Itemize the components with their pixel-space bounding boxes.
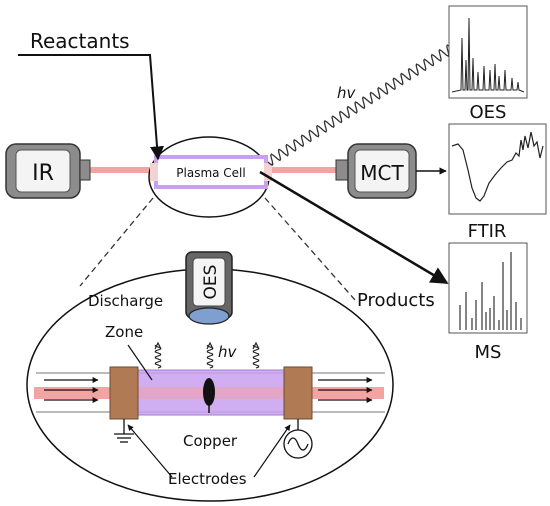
zone-pointer bbox=[127, 344, 153, 381]
oes-probe: OES bbox=[185, 251, 233, 325]
ftir-trace bbox=[451, 131, 544, 202]
products-arrow bbox=[259, 170, 449, 285]
emission-squiggle-right bbox=[252, 341, 260, 369]
inflow-arrows bbox=[44, 377, 99, 403]
oes-trace bbox=[451, 17, 525, 93]
zone-label: Zone bbox=[105, 323, 143, 341]
zoom-line-left bbox=[79, 197, 154, 287]
ms-plot-label: MS bbox=[475, 342, 502, 363]
ftir-plot-label: FTIR bbox=[468, 221, 507, 242]
reactants-arrow bbox=[18, 54, 165, 161]
ms-bars bbox=[459, 252, 522, 330]
oes-plot-label: OES bbox=[470, 102, 507, 123]
ftir-spectrum-panel: FTIR bbox=[448, 123, 547, 242]
electrode-pointer-right bbox=[253, 424, 291, 478]
hv-label-top: hv bbox=[337, 84, 357, 102]
plasma-cell-label: Plasma Cell bbox=[176, 166, 245, 180]
copper-label: Copper bbox=[183, 432, 238, 450]
ground-symbol bbox=[114, 419, 134, 443]
ir-label: IR bbox=[32, 161, 54, 186]
ac-source-symbol bbox=[283, 419, 313, 459]
ir-source: IR bbox=[5, 143, 91, 199]
zoom-line-right bbox=[264, 197, 356, 301]
discharge-label: Discharge bbox=[88, 292, 163, 310]
electrode-pointer-left bbox=[127, 424, 173, 478]
emission-wave bbox=[267, 44, 453, 166]
oes-probe-label: OES bbox=[201, 265, 221, 300]
copper-electrode-right bbox=[283, 366, 313, 420]
emission-squiggle-left bbox=[154, 341, 162, 369]
hv-label-inner: hv bbox=[218, 343, 238, 361]
electrodes-label: Electrodes bbox=[168, 470, 247, 488]
reactants-label: Reactants bbox=[30, 29, 130, 53]
mct-detector: MCT bbox=[335, 143, 417, 199]
oes-spectrum-panel: OES bbox=[448, 5, 528, 123]
emission-squiggle-center bbox=[206, 341, 214, 369]
ms-spectrum-panel: MS bbox=[448, 242, 528, 363]
products-label: Products bbox=[357, 290, 435, 311]
mct-label: MCT bbox=[360, 161, 404, 185]
outflow-arrows bbox=[318, 377, 373, 403]
copper-electrode-left bbox=[109, 366, 139, 420]
plasma-cell: Plasma Cell bbox=[148, 136, 272, 218]
